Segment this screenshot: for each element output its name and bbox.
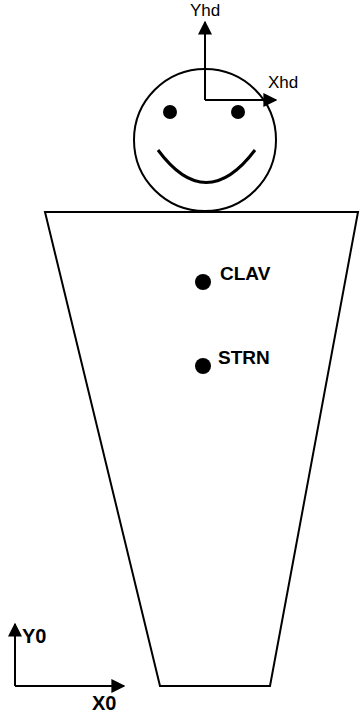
global-y-axis xyxy=(14,624,16,686)
axis-label: Y0 xyxy=(22,626,46,646)
axis-label: X0 xyxy=(92,693,116,713)
smile xyxy=(158,150,255,183)
head-y-axis xyxy=(204,22,206,100)
global-x-axis xyxy=(15,685,124,687)
marker-label: STRN xyxy=(218,348,270,367)
marker-dot xyxy=(195,274,211,290)
eye xyxy=(163,105,177,119)
torso-outline xyxy=(45,212,358,686)
marker-label: CLAV xyxy=(220,264,270,283)
head-x-axis xyxy=(205,99,276,101)
axis-label: Yhd xyxy=(190,2,220,19)
axis-label: Xhd xyxy=(268,74,298,91)
marker-dot xyxy=(195,358,211,374)
eye xyxy=(231,105,245,119)
